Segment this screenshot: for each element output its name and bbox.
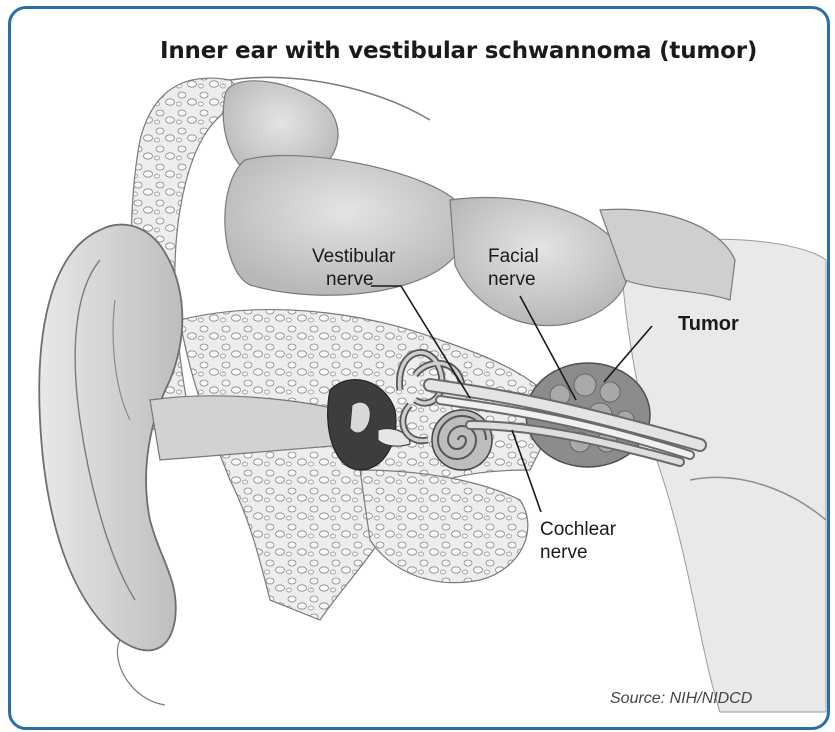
facial-nerve-label: Facial nerve <box>488 245 539 291</box>
tumor-label: Tumor <box>678 313 739 336</box>
facial-label-line1: Facial <box>488 245 539 268</box>
vestibular-label-line2: nerve <box>312 268 395 291</box>
source-credit: Source: NIH/NIDCD <box>610 690 752 708</box>
cochlear-label-line2: nerve <box>540 541 616 564</box>
vestibular-nerve-label: Vestibular nerve <box>312 245 395 291</box>
vestibular-label-line1: Vestibular <box>312 245 395 268</box>
cochlear-label-line1: Cochlear <box>540 518 616 541</box>
figure-title: Inner ear with vestibular schwannoma (tu… <box>160 38 757 64</box>
cochlear-nerve-label: Cochlear nerve <box>540 518 616 564</box>
facial-label-line2: nerve <box>488 268 539 291</box>
